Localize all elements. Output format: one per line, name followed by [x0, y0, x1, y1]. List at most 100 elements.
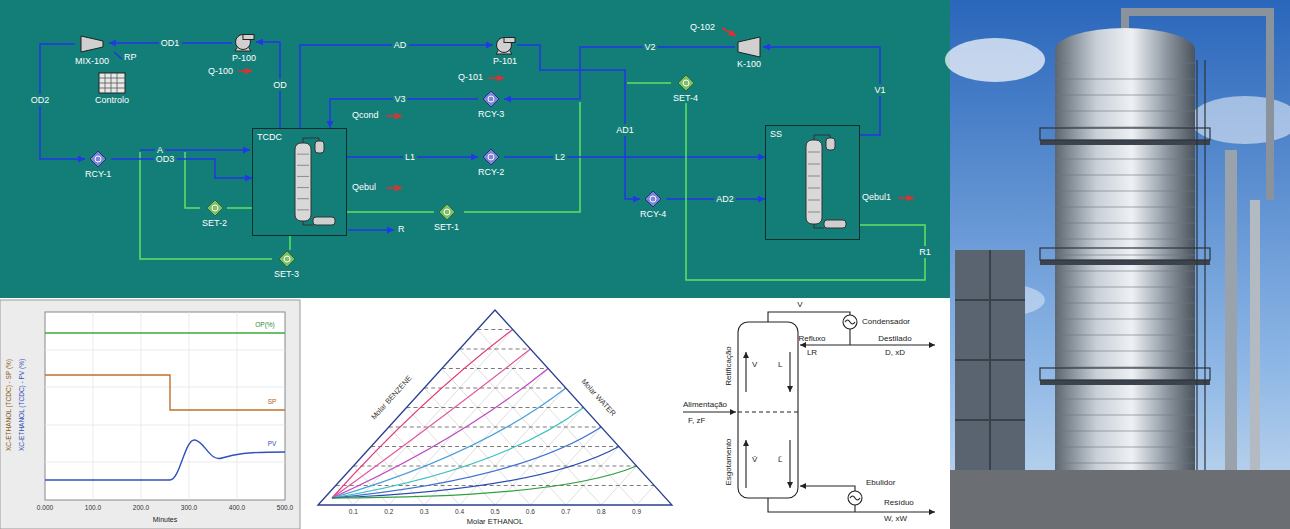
chart-text: XC-ETHANOL (TCDC) - SP (%): [5, 359, 13, 451]
chart-text: OP(%): [255, 321, 275, 329]
trend-chart: [45, 332, 285, 333]
column-icon: [808, 200, 820, 201]
ternary-text: 0.3: [420, 508, 429, 516]
ternary-diagram: [442, 369, 566, 506]
column-scheme-text-holder: D, xD: [885, 348, 905, 357]
stream-name-holder: V3: [392, 93, 407, 105]
tower-photo: [1040, 380, 1210, 385]
column-scheme-text: Ebulidor: [866, 478, 895, 487]
ternary-text: 0.8: [597, 508, 606, 516]
column-icon: [297, 176, 309, 177]
unit-label: P-101: [493, 56, 517, 66]
tower-photo: [1040, 60, 1210, 529]
ternary-text-holder: 0.6: [526, 508, 535, 516]
column-icon: [806, 140, 822, 224]
unit-label: SET-1: [434, 222, 459, 232]
tower-photo: [1040, 248, 1210, 260]
column-icon: [253, 129, 346, 235]
ternary-text: 0.9: [632, 508, 641, 516]
stream-label-holder: R: [398, 224, 405, 234]
unit-label: SET-4: [673, 93, 698, 103]
unit-label: RCY-1: [85, 169, 111, 179]
stream-label: RP: [124, 52, 137, 62]
ternary-diagram: [318, 310, 672, 505]
ternary-text: 0.6: [526, 508, 535, 516]
column-scheme-text: Refluxo: [798, 334, 825, 343]
stream-name-holder: V1: [872, 84, 887, 96]
ternary-text: Molar BENZENE: [370, 374, 414, 421]
set-icon: [444, 209, 450, 215]
stream-name-holder: OD3: [154, 153, 177, 165]
stream-label-holder: Q-102: [690, 22, 715, 32]
column-scheme-text: Alimentação: [683, 400, 727, 409]
comp-icon: [735, 36, 763, 58]
ternary-diagram: [442, 368, 548, 369]
stream-label: Qcond: [352, 110, 379, 120]
stream-name: L1: [405, 152, 415, 162]
chart-text-holder: SP: [268, 398, 277, 406]
recycle-operation: RCY-3: [478, 90, 504, 119]
set-operation: SET-2: [202, 199, 227, 228]
stream-name: OD2: [31, 95, 50, 105]
column-scheme-text-holder: Ebulidor: [866, 478, 895, 487]
tower-photo: [1040, 128, 1210, 140]
trend-chart: [189, 312, 190, 500]
chart-text: XC-ETHANOL (TCDC) - PV (%): [18, 359, 26, 451]
column-scheme-text-holder: L: [778, 360, 782, 369]
set-icon: [284, 256, 290, 262]
column-scheme: [789, 352, 790, 392]
ternary-text-holder: Molar BENZENE: [370, 374, 414, 421]
rcy-icon: [89, 150, 107, 168]
column-scheme-text: V: [752, 360, 757, 369]
stream-label-holder: Q-101: [458, 72, 483, 82]
sheet-icon: [99, 88, 125, 89]
column-scheme: [683, 411, 736, 412]
chart-text-holder: 0.000: [37, 504, 53, 512]
column-scheme-text-holder: Refluxo: [798, 334, 825, 343]
chart-text-holder: OP(%): [255, 321, 275, 329]
unit-label: TCDC: [257, 132, 342, 142]
ternary-text: Molar WATER: [579, 378, 617, 419]
ternary-diagram: [389, 427, 601, 428]
ternary-diagram: [371, 446, 619, 447]
stream-name: OD1: [161, 38, 180, 48]
column-scheme: [845, 320, 855, 324]
column-icon: [297, 198, 309, 199]
ternary-text: 0.1: [349, 508, 358, 516]
stream-name: V1: [874, 85, 885, 95]
ternary-diagram: [407, 408, 496, 506]
unit-label: SET-2: [202, 218, 227, 228]
set-icon: [678, 75, 694, 91]
rcy-icon: [644, 190, 662, 208]
column-scheme-text-holder: Retificação: [724, 346, 733, 386]
column-icon: [814, 224, 824, 228]
sheet-icon: [99, 78, 125, 79]
column-scheme-text: D, xD: [885, 348, 905, 357]
rcy-icon: [482, 90, 500, 108]
rcy-icon: [488, 154, 494, 160]
tower-photo: [1055, 50, 1195, 529]
stream-label: Q-100: [208, 66, 233, 76]
stream-name-holder: OD1: [159, 37, 182, 49]
column-icon: [808, 212, 820, 213]
chart-text-holder: 300.0: [181, 504, 197, 512]
set-operation: SET-4: [673, 74, 698, 103]
column-scheme-text: Retificação: [724, 346, 733, 386]
ternary-diagram: [332, 330, 637, 499]
stream-label: Qebul: [352, 182, 376, 192]
trend-chart: [45, 387, 285, 388]
material-stream: [111, 159, 252, 178]
chart-text-holder: PV: [268, 440, 277, 448]
chart-text-holder: 500.0: [277, 504, 293, 512]
column-scheme: [745, 440, 746, 488]
tower-photo: [1040, 140, 1210, 145]
chart-text-holder: 400.0: [229, 504, 245, 512]
logical-link: [227, 207, 252, 209]
unit-label: Controlo: [95, 95, 129, 105]
column-icon: [766, 126, 859, 239]
tower-photo: [1040, 260, 1210, 265]
tower-photo: [1055, 28, 1195, 72]
column-scheme: [849, 329, 850, 345]
column-icon: [297, 154, 309, 155]
ternary-diagram: [332, 466, 637, 498]
